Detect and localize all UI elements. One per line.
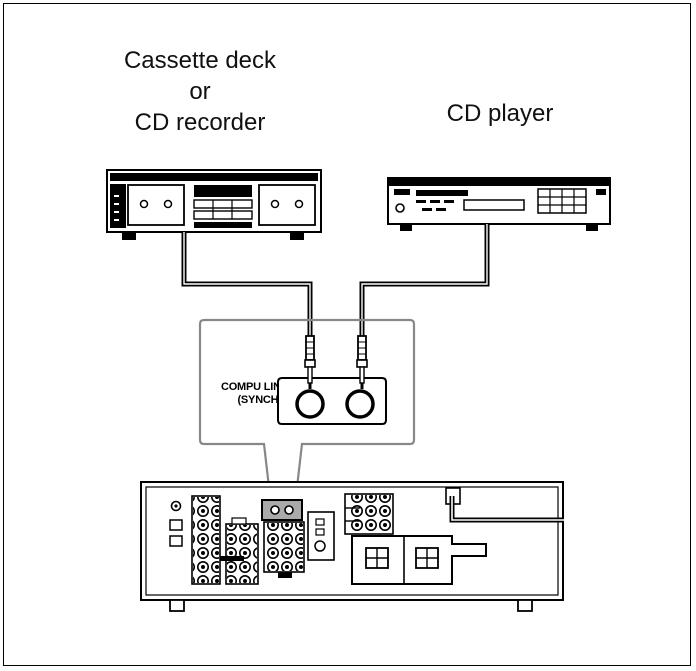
diagram-frame (3, 3, 691, 666)
jack-plug-icon (304, 335, 316, 389)
cassette-label-line-3: CD recorder (134, 109, 266, 136)
cassette-label-line-2: or (189, 78, 211, 105)
cd-player-icon (387, 177, 611, 231)
cassette-deck-label: Cassette deck or CD recorder (95, 45, 305, 138)
compu-link-jack-right (345, 389, 375, 419)
jack-plug-icon (356, 335, 368, 389)
cassette-label-line-1: Cassette deck (123, 47, 277, 74)
cables (181, 224, 490, 336)
compu-link-jack-left (295, 389, 325, 419)
cassette-deck-icon (106, 169, 322, 240)
cd-player-label: CD player (446, 100, 554, 127)
receiver-rear-panel-icon (140, 481, 564, 612)
